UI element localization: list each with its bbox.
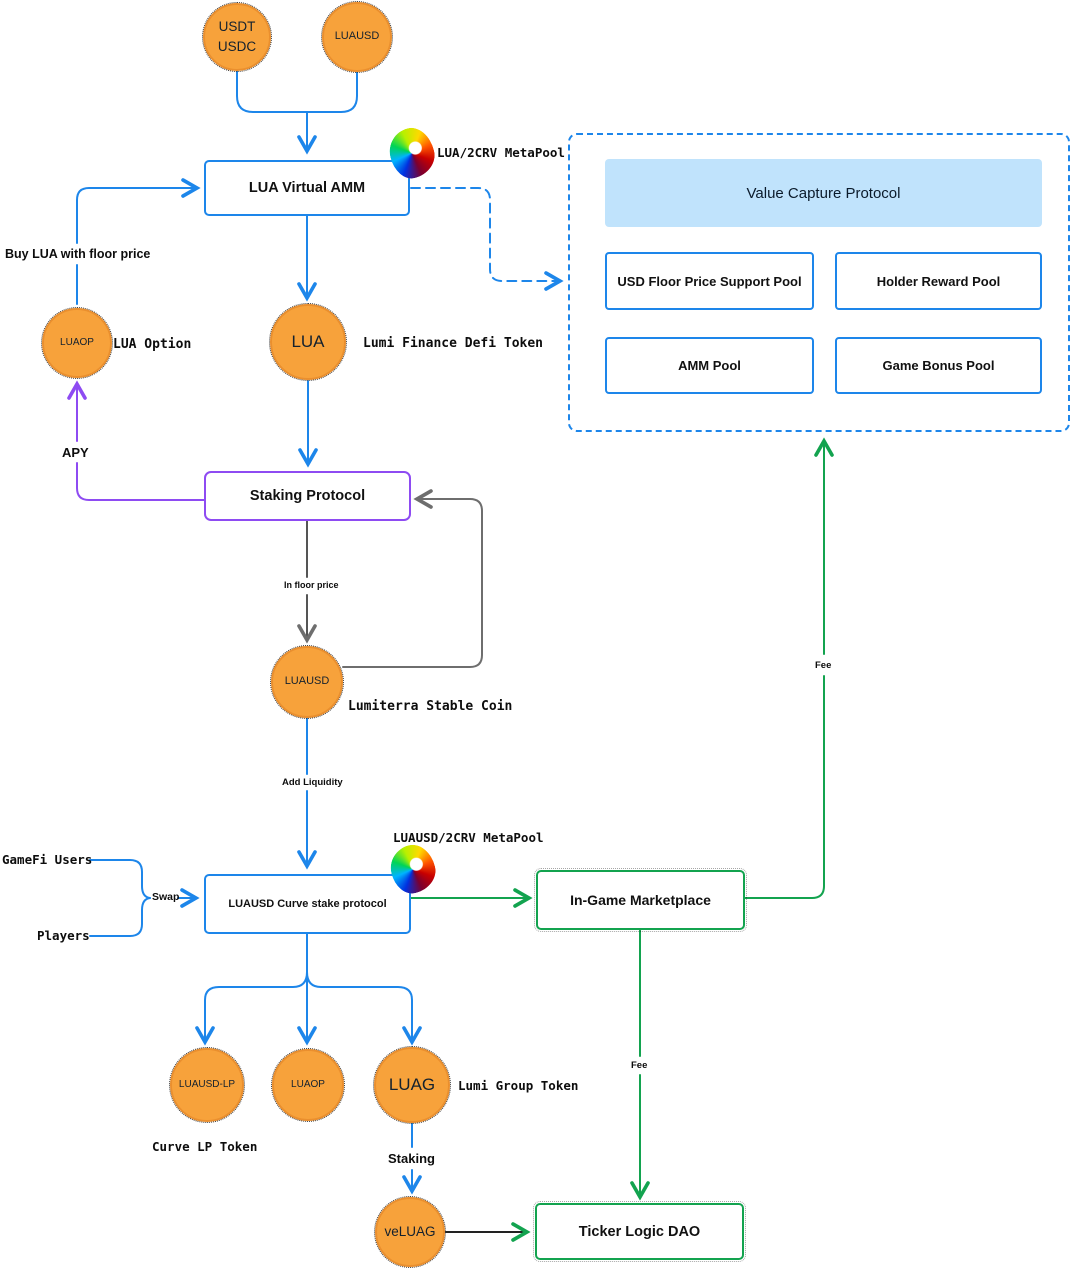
node-luausd-mid: LUAUSD xyxy=(270,645,344,719)
add-liquidity-label: Add Liquidity xyxy=(282,777,343,788)
pool-label: USD Floor Price Support Pool xyxy=(617,273,802,289)
players-label: Players xyxy=(37,928,90,943)
metapool1-label: LUA/2CRV MetaPool xyxy=(437,145,565,160)
pool-holder-reward: Holder Reward Pool xyxy=(835,252,1042,310)
usdc-label: USDC xyxy=(217,39,257,54)
node-staking-protocol: Staking Protocol xyxy=(204,471,411,521)
luausd-mid-label: LUAUSD xyxy=(284,675,330,688)
lua-desc-label: Lumi Finance Defi Token xyxy=(363,336,544,351)
metapool2-label: LUAUSD/2CRV MetaPool xyxy=(393,830,544,845)
lua-label: LUA xyxy=(291,331,325,351)
pool-game-bonus: Game Bonus Pool xyxy=(835,337,1042,394)
apy-label: APY xyxy=(62,445,89,460)
buy-lua-floor-price-label: Buy LUA with floor price xyxy=(5,247,151,261)
value-capture-protocol-header: Value Capture Protocol xyxy=(605,159,1042,227)
pool-label: Holder Reward Pool xyxy=(876,273,1001,289)
luausd-top-label: LUAUSD xyxy=(334,30,380,43)
node-veluag: veLUAG xyxy=(374,1196,446,1268)
node-in-game-marketplace: In-Game Marketplace xyxy=(534,868,747,932)
lumi-group-token-label: Lumi Group Token xyxy=(458,1078,579,1093)
fee-down-label: Fee xyxy=(631,1060,648,1071)
node-usdt-usdc: USDT USDC xyxy=(202,2,272,72)
node-lua-virtual-amm: LUA Virtual AMM xyxy=(204,160,410,216)
pool-amm: AMM Pool xyxy=(605,337,814,394)
veluag-label: veLUAG xyxy=(384,1224,436,1240)
pool-label: Game Bonus Pool xyxy=(882,358,995,373)
luag-label: LUAG xyxy=(388,1074,436,1094)
node-luausd-top: LUAUSD xyxy=(321,1,393,73)
lua-virtual-amm-label: LUA Virtual AMM xyxy=(248,180,366,196)
node-luausd-lp: LUAUSD-LP xyxy=(169,1047,245,1123)
in-floor-price-label: In floor price xyxy=(284,580,339,590)
pool-usd-floor-price-support: USD Floor Price Support Pool xyxy=(605,252,814,310)
gamefi-users-label: GameFi Users xyxy=(2,852,93,867)
value-capture-protocol-title: Value Capture Protocol xyxy=(746,184,901,202)
stable-coin-desc-label: Lumiterra Stable Coin xyxy=(348,699,513,714)
lua-option-label: LUA Option xyxy=(113,337,192,352)
curve-stake-protocol-label: LUAUSD Curve stake protocol xyxy=(228,898,387,910)
swap-label: Swap xyxy=(152,891,180,903)
luaop-label: LUAOP xyxy=(60,336,94,348)
usdt-label: USDT xyxy=(218,19,256,35)
luausd-lp-label: LUAUSD-LP xyxy=(178,1078,236,1090)
pool-label: AMM Pool xyxy=(678,358,741,373)
node-luaop-bottom: LUAOP xyxy=(271,1048,345,1122)
luaop-bottom-label: LUAOP xyxy=(291,1078,325,1090)
fee-up-label: Fee xyxy=(815,660,832,671)
node-luausd-curve-stake-protocol: LUAUSD Curve stake protocol xyxy=(204,874,411,934)
in-game-marketplace-label: In-Game Marketplace xyxy=(570,892,711,908)
curve-lp-token-label: Curve LP Token xyxy=(152,1139,258,1154)
node-ticker-logic-dao: Ticker Logic DAO xyxy=(533,1201,746,1262)
ticker-logic-dao-label: Ticker Logic DAO xyxy=(578,1223,701,1240)
node-lua: LUA xyxy=(269,303,347,381)
node-luaop: LUAOP xyxy=(41,307,113,379)
staking-label: Staking xyxy=(388,1151,435,1166)
node-luag: LUAG xyxy=(373,1046,451,1124)
value-capture-protocol-container: Value Capture Protocol USD Floor Price S… xyxy=(568,133,1070,432)
staking-protocol-label: Staking Protocol xyxy=(249,488,366,504)
